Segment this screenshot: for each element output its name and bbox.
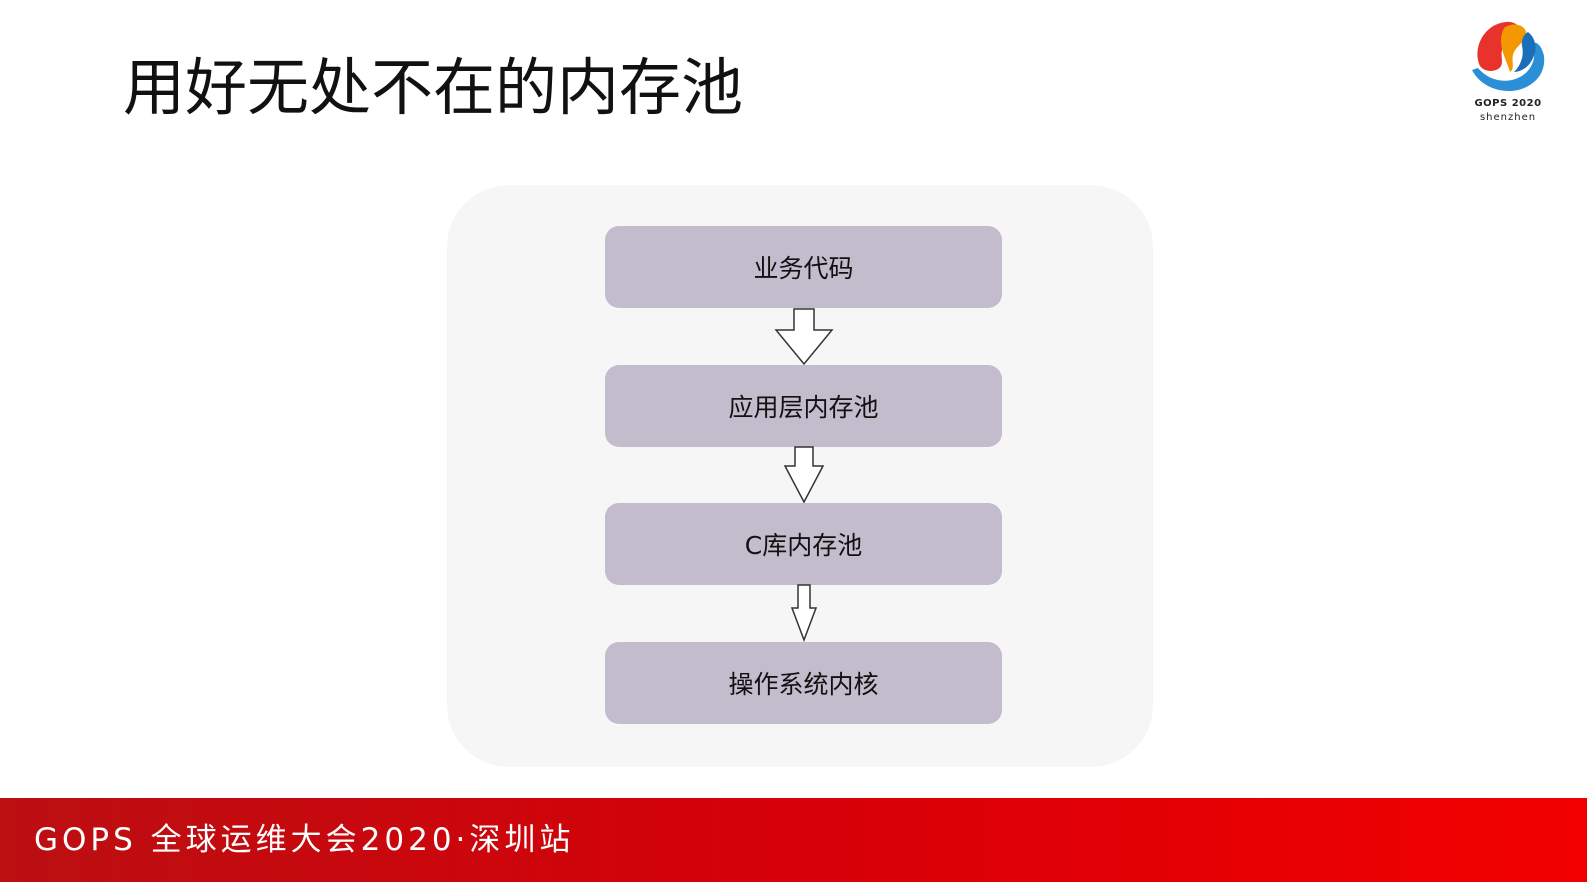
gops-logo-icon <box>1472 21 1545 92</box>
logo-event-name: GOPS 2020 <box>1474 98 1542 109</box>
layer-box-os-kernel: 操作系统内核 <box>605 642 1002 724</box>
logo-city: shenzhen <box>1479 112 1537 123</box>
layer-box-business-code: 业务代码 <box>605 226 1002 308</box>
down-arrow-icon <box>790 584 818 642</box>
footer-event-title: GOPS 全球运维大会2020·深圳站 <box>34 822 575 858</box>
down-arrow-icon <box>783 446 825 504</box>
layer-box-app-memory-pool: 应用层内存池 <box>605 365 1002 447</box>
gops-logo: GOPS 2020 shenzhen <box>1466 14 1550 128</box>
slide-title: 用好无处不在的内存池 <box>123 51 744 124</box>
down-arrow-icon <box>774 308 834 366</box>
footer-bar: GOPS 全球运维大会2020·深圳站 <box>0 798 1587 882</box>
layer-box-c-lib-memory-pool: C库内存池 <box>605 503 1002 585</box>
